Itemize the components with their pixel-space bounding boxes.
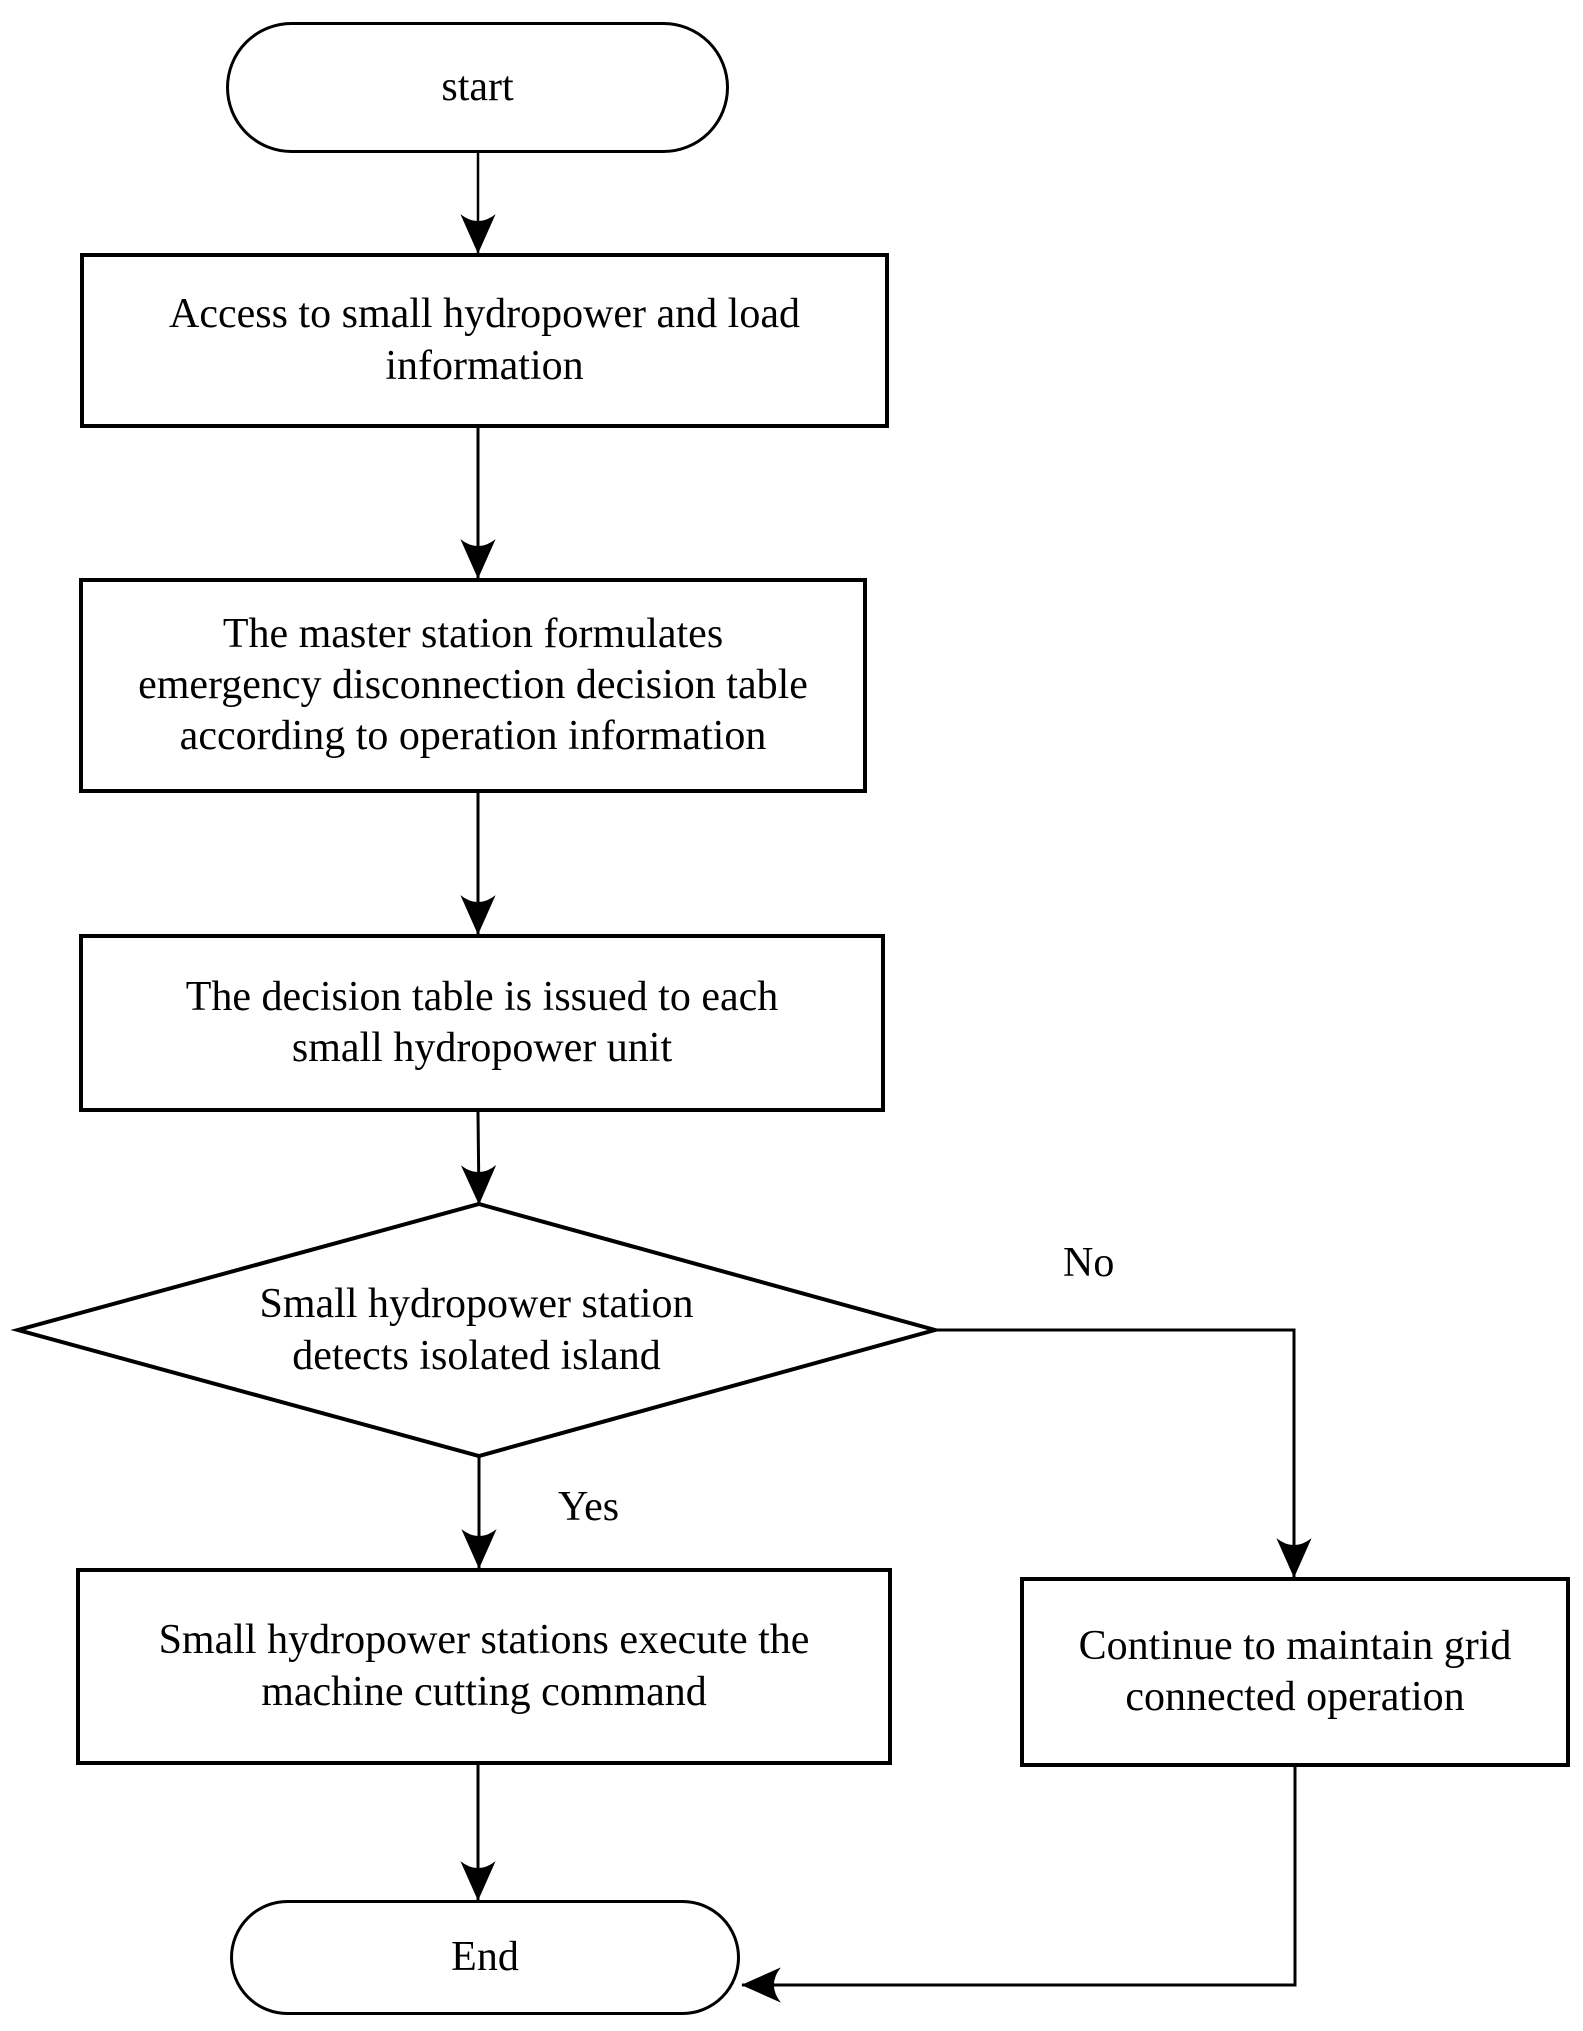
process-master-station: The master station formulates emergency … bbox=[79, 578, 867, 793]
decision-detect-island-line: Small hydropower station bbox=[259, 1280, 694, 1327]
process-execute-cut-line: Small hydropower stations execute the bbox=[158, 1617, 810, 1664]
process-execute-cut-line: machine cutting command bbox=[261, 1668, 707, 1715]
process-issue-table-line: The decision table is issued to each bbox=[185, 973, 779, 1020]
end-node-label: End bbox=[451, 1933, 519, 1980]
decision-detect-island: Small hydropower station detects isolate… bbox=[18, 1204, 935, 1456]
start-node: start bbox=[226, 22, 729, 153]
process-maintain-grid-line: Continue to maintain grid bbox=[1078, 1622, 1512, 1669]
connector-decision-no bbox=[935, 1328, 1312, 1578]
process-access-info: Access to small hydropower and load info… bbox=[80, 253, 889, 428]
decision-detect-island-line: detects isolated island bbox=[292, 1333, 661, 1379]
process-master-station-line: according to operation information bbox=[179, 713, 767, 760]
process-access-info-line: Access to small hydropower and load bbox=[168, 291, 800, 338]
process-maintain-grid: Continue to maintain grid connected oper… bbox=[1020, 1577, 1570, 1767]
connector-maintain-to-end bbox=[741, 1767, 1297, 2003]
process-master-station-line: The master station formulates bbox=[222, 610, 724, 657]
process-issue-table-line: small hydropower unit bbox=[291, 1025, 673, 1071]
start-node-label: start bbox=[441, 63, 514, 110]
process-maintain-grid-line: connected operation bbox=[1125, 1674, 1465, 1720]
connector-issue-to-decision bbox=[460, 1111, 497, 1205]
edge-label-yes: Yes bbox=[558, 1484, 620, 1530]
end-node: End bbox=[230, 1900, 740, 2015]
process-access-info-line: information bbox=[385, 342, 584, 389]
process-execute-cut: Small hydropower stations execute the ma… bbox=[76, 1568, 892, 1765]
process-master-station-line: emergency disconnection decision table bbox=[138, 661, 808, 708]
process-issue-table: The decision table is issued to each sma… bbox=[79, 934, 885, 1112]
edge-label-no: No bbox=[1063, 1240, 1115, 1286]
